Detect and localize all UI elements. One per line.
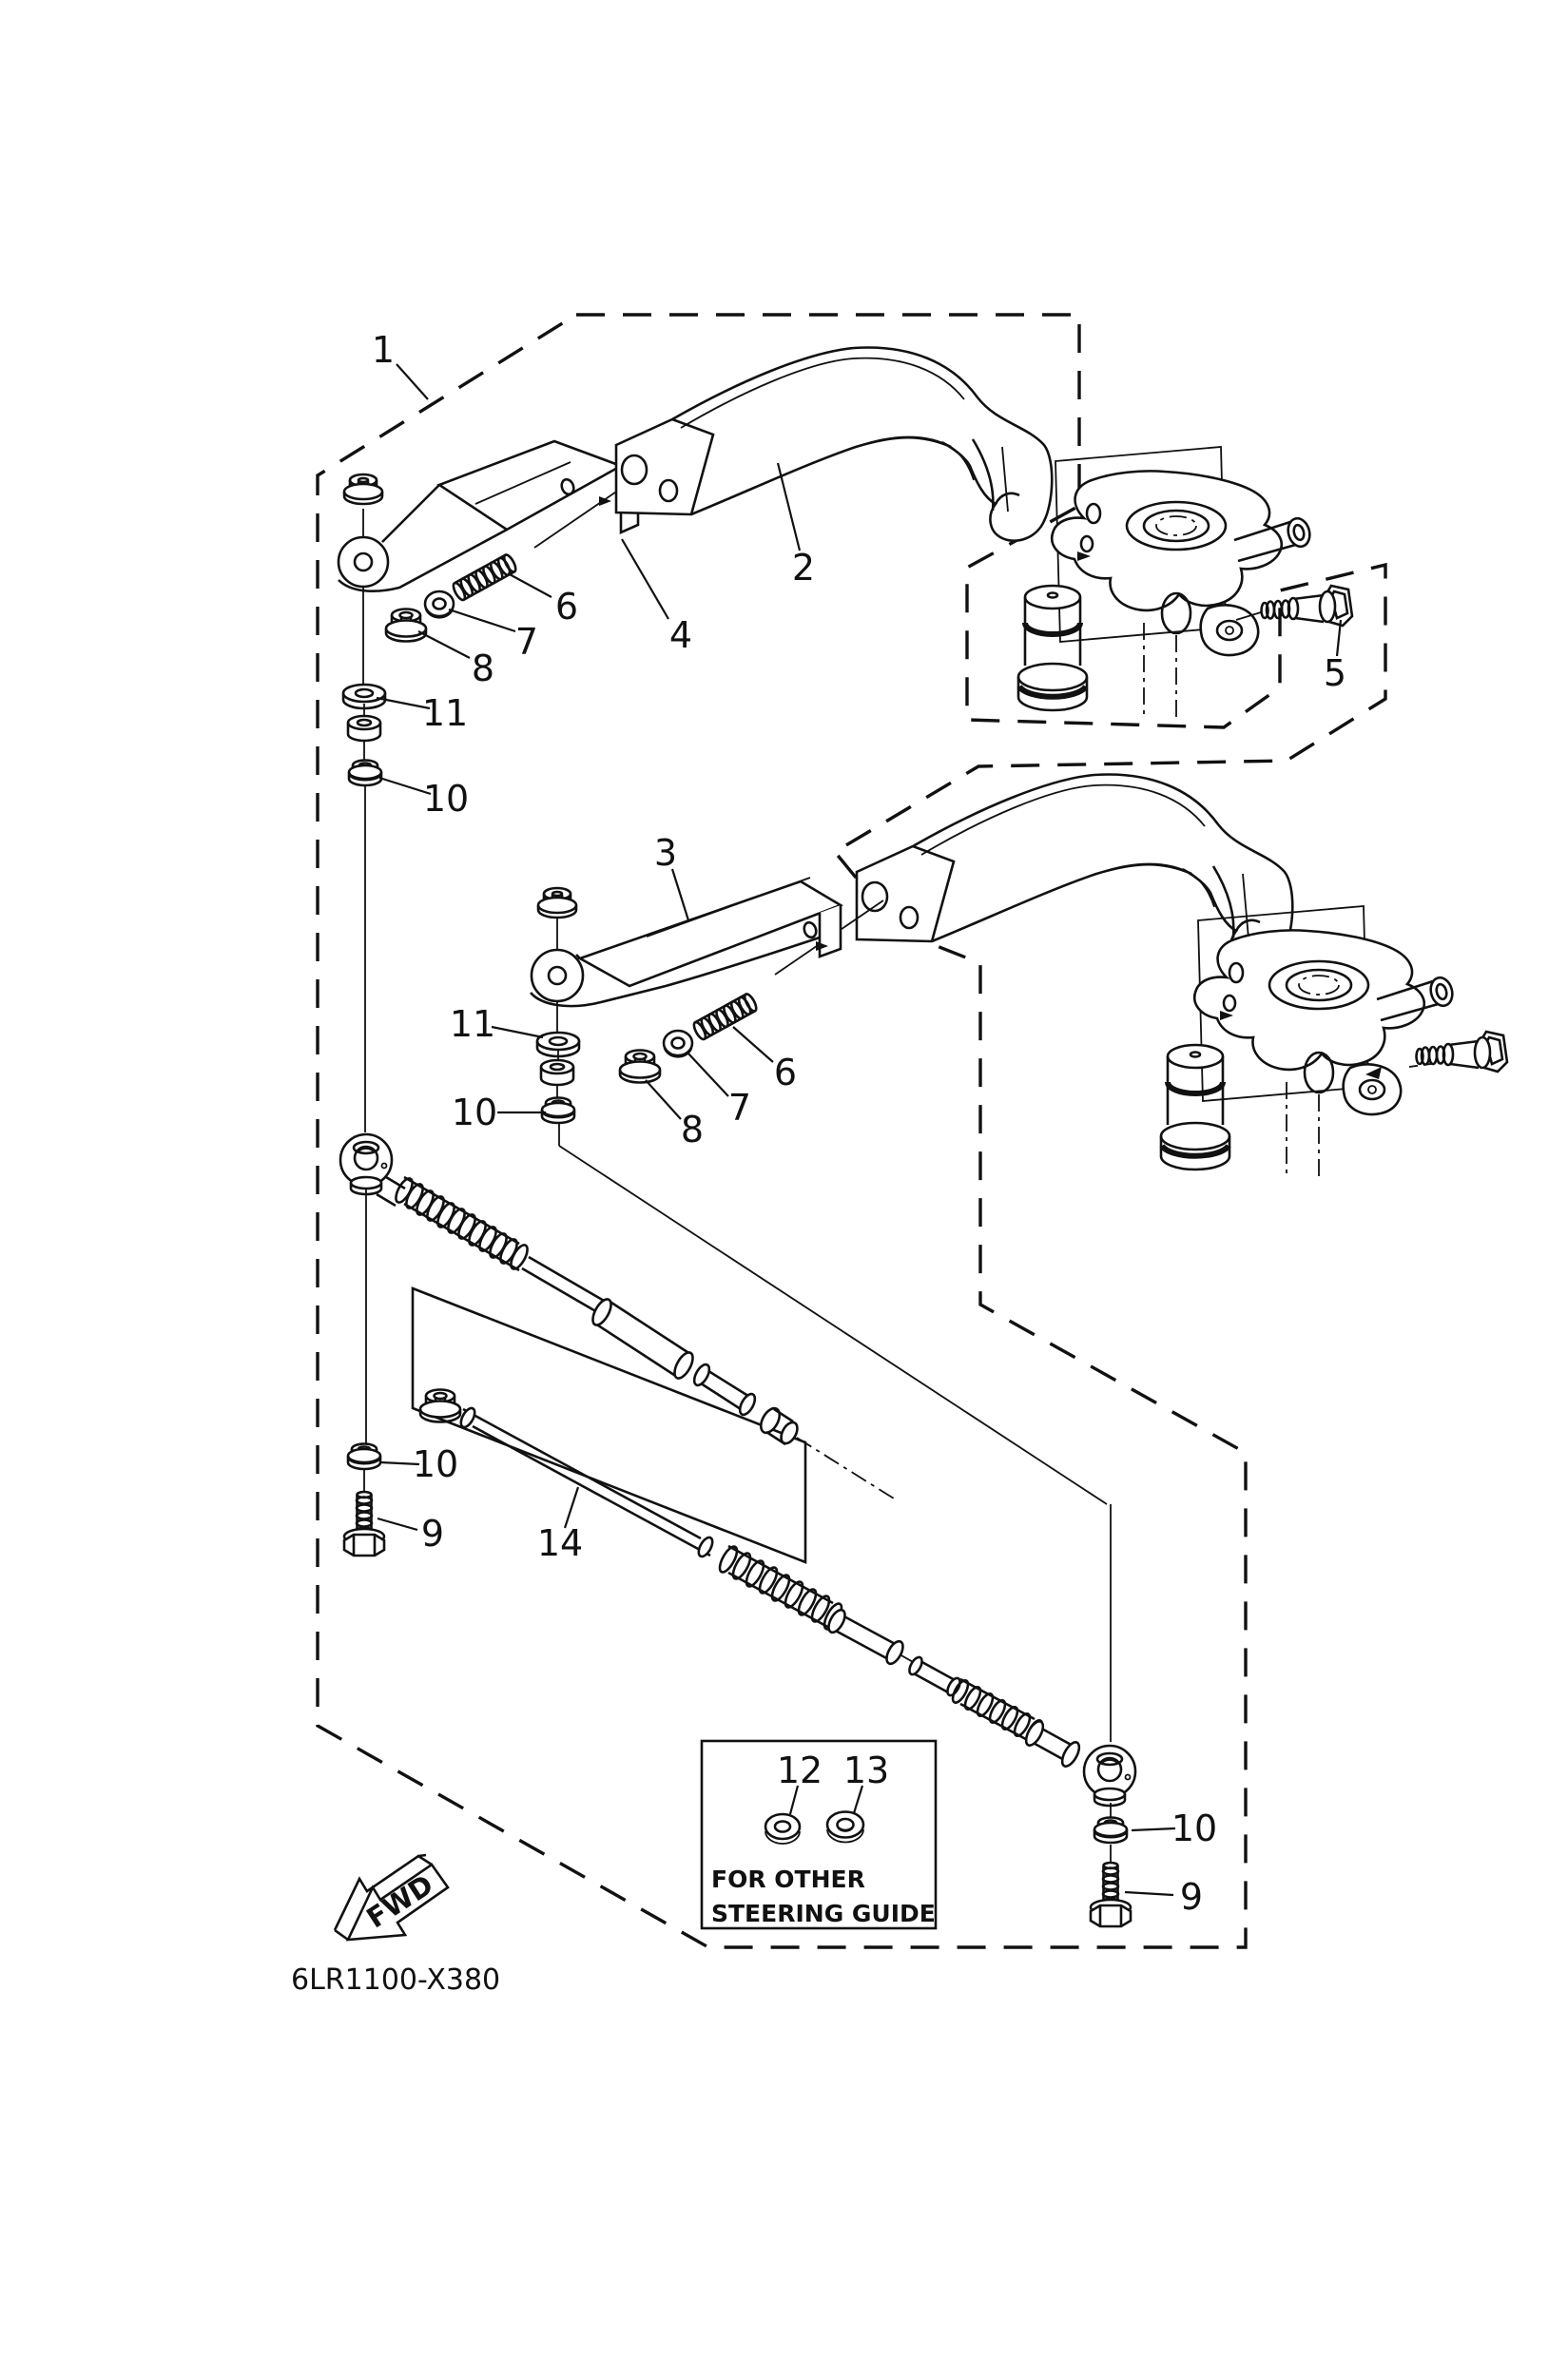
leader-line-part-6 <box>507 572 552 598</box>
part-label-12: 12 <box>777 1750 823 1791</box>
part-label-8: 8 <box>472 648 494 689</box>
tie-rod-end-left <box>339 1132 394 1196</box>
leader-line-part-12 <box>788 1785 800 1815</box>
inset-text-line2: STEERING GUIDE <box>711 1900 936 1927</box>
part-label-5: 5 <box>1324 652 1346 694</box>
part-label-10: 10 <box>413 1443 458 1485</box>
rod-reference-box <box>411 1286 807 1564</box>
inset-box: FOR OTHER STEERING GUIDE <box>700 1739 938 1930</box>
part-label-9: 9 <box>421 1513 444 1555</box>
rod-coupler <box>591 1298 895 1499</box>
pivot-axis-line <box>362 509 367 1491</box>
figure-code: 6LR1100-X380 <box>291 1963 500 1997</box>
pointer-arrowhead <box>1365 1067 1382 1079</box>
assembly-lower <box>530 773 1509 1862</box>
part-label-11: 11 <box>450 1003 495 1045</box>
part-label-2: 2 <box>792 547 815 589</box>
leader-line-part-10 <box>379 1460 420 1466</box>
bracket-3 <box>530 877 843 1008</box>
rod-hex-nut <box>418 1388 462 1423</box>
part-label-9: 9 <box>1180 1876 1203 1918</box>
mount-axis-diagonal <box>558 1145 1108 1505</box>
leader-line-part-7 <box>448 608 516 633</box>
outer-boundary <box>316 313 1387 1949</box>
inset-text-line1: FOR OTHER <box>711 1866 865 1893</box>
boundary-outline <box>316 313 1387 1949</box>
assembly-upper <box>337 346 1354 1491</box>
leader-line-part-2 <box>776 462 802 551</box>
leader-line-part-9 <box>377 1517 418 1532</box>
steering-hub-1 <box>1018 447 1313 719</box>
part-label-10: 10 <box>452 1092 497 1133</box>
part-label-10: 10 <box>423 778 469 820</box>
nut-8-upper <box>384 608 428 643</box>
bolt-5-twin <box>1415 1030 1509 1073</box>
leader-line-part-4 <box>621 538 669 620</box>
part-label-10: 10 <box>1171 1808 1217 1849</box>
leader-line-part-9 <box>1124 1890 1174 1897</box>
leader-line-part-10 <box>378 776 432 796</box>
bolt-9-right <box>1089 1861 1132 1928</box>
tie-rod-end-right <box>1082 1744 1137 1808</box>
part-label-4: 4 <box>669 614 692 656</box>
bolt-5 <box>1260 584 1354 628</box>
washer-7-upper <box>423 590 455 619</box>
leader-line-part-6 <box>732 1026 774 1063</box>
pivot-axis-line-2 <box>556 917 560 1146</box>
part-label-6: 6 <box>774 1052 797 1093</box>
nut-8-lower <box>618 1049 662 1084</box>
leader-line-part-8 <box>417 630 471 659</box>
leader-line-part-11 <box>376 696 431 710</box>
steering-rod-assembly <box>339 1132 1137 1928</box>
rod-shaft <box>521 1255 611 1318</box>
washer-13 <box>825 1810 865 1844</box>
leader-line-part-5 <box>1335 619 1343 657</box>
steering-hub-2 <box>1161 906 1456 1178</box>
grommet-10-left <box>346 1442 382 1471</box>
part-label-7: 7 <box>728 1087 751 1129</box>
steering-guide-arm-twin <box>855 773 1294 970</box>
part-label-6: 6 <box>555 586 578 628</box>
stud-6-lower <box>690 991 760 1043</box>
grommet-10-upper <box>347 759 383 787</box>
washer-12 <box>764 1812 802 1845</box>
bolt5-pointer <box>1235 611 1262 621</box>
part-label-14: 14 <box>537 1522 583 1564</box>
leader-line-part-7 <box>687 1052 729 1097</box>
part-label-13: 13 <box>843 1750 889 1791</box>
steering-guide-arm-2 <box>614 346 1054 543</box>
rod-thread-lower <box>718 1544 1081 1768</box>
part-label-7: 7 <box>515 621 538 663</box>
part-label-11: 11 <box>422 692 468 734</box>
fwd-arrow: FWD <box>333 1853 450 1942</box>
locknut-top-2 <box>536 886 578 919</box>
bushing-upper <box>346 714 382 743</box>
rod-thread-upper <box>395 1175 529 1272</box>
leader-line-part-8 <box>645 1079 682 1120</box>
leader-line-part-13 <box>852 1785 864 1814</box>
stud-6-upper <box>450 551 519 604</box>
bolt-9-left <box>342 1490 386 1557</box>
part-label-1: 1 <box>372 329 395 371</box>
bushing-lower <box>539 1058 575 1087</box>
locknut-top <box>342 473 384 506</box>
bolt5-pointer-2 <box>1408 1062 1439 1068</box>
leader-line-part-1 <box>396 363 429 400</box>
leader-line-part-14 <box>563 1486 580 1529</box>
part-label-8: 8 <box>681 1109 704 1150</box>
leader-line-part-3 <box>670 868 690 921</box>
leader-line-part-10 <box>1131 1827 1176 1832</box>
part-label-3: 3 <box>654 832 677 874</box>
inset-frame <box>700 1739 938 1930</box>
grommet-10-right <box>1093 1816 1129 1845</box>
tube-14 <box>459 1406 714 1558</box>
leader-line-part-11 <box>491 1025 544 1039</box>
grommet-10-lower <box>540 1096 576 1125</box>
